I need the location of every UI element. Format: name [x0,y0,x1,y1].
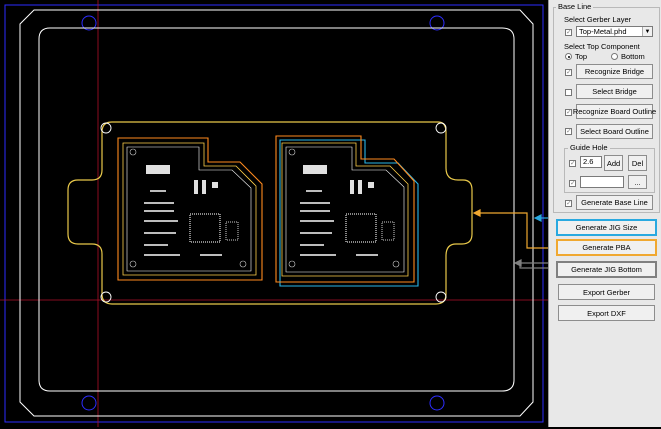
jig-drawing [0,0,548,427]
gerber-layer-checkbox[interactable]: ✓ [565,29,572,36]
base-line-group [553,7,660,213]
guide-hole-checkbox-1[interactable]: ✓ [569,160,576,167]
chevron-down-icon[interactable]: ▼ [642,27,652,36]
callout-jig-size [533,214,548,222]
generate-base-line-button[interactable]: Generate Base Line [576,195,653,210]
guide-hole-diameter-input[interactable]: 2.6 [580,156,602,168]
radio-bottom-label: Bottom [621,52,645,61]
export-dxf-button[interactable]: Export DXF [558,305,655,321]
del-guide-hole-button[interactable]: Del [628,155,647,171]
select-bridge-checkbox[interactable] [565,89,572,96]
radio-top[interactable] [565,53,572,60]
radio-bottom[interactable] [611,53,618,60]
generate-base-line-checkbox[interactable]: ✓ [565,200,572,207]
recognize-board-outline-button[interactable]: Recognize Board Outline [573,104,656,119]
base-line-title: Base Line [556,2,594,11]
generate-pba-button[interactable]: Generate PBA [556,239,657,256]
radio-top-label: Top [575,52,588,61]
select-board-outline-checkbox[interactable]: ✓ [565,128,572,135]
corner-holes [81,15,445,411]
pocket-outline [67,121,473,305]
control-panel: Base Line Select Gerber Layer ✓ Top-Meta… [548,0,661,427]
jig-inner-outline [38,27,515,392]
generate-jig-bottom-button[interactable]: Generate JIG Bottom [556,261,657,278]
cad-canvas[interactable] [0,0,548,427]
recognize-bridge-checkbox[interactable]: ✓ [565,69,572,76]
generate-jig-size-button[interactable]: Generate JIG Size [556,219,657,236]
gerber-layer-select[interactable]: Top-Metal.phd ▼ [576,26,653,37]
select-board-outline-button[interactable]: Select Board Outline [576,124,653,139]
select-bridge-button[interactable]: Select Bridge [576,84,653,99]
jig-outer-outline [19,9,534,417]
callout-pba [472,209,548,249]
browse-button[interactable]: ... [628,175,647,189]
pcb-right [275,135,419,287]
recognize-board-outline-checkbox[interactable]: ✓ [565,109,572,116]
gerber-layer-label: Select Gerber Layer [564,15,632,24]
gerber-layer-value: Top-Metal.phd [579,27,627,36]
recognize-bridge-button[interactable]: Recognize Bridge [576,64,653,79]
blue-frame [4,4,544,423]
export-gerber-button[interactable]: Export Gerber [558,284,655,300]
pocket-holes [100,122,447,303]
guide-hole-checkbox-2[interactable]: ✓ [569,180,576,187]
guide-hole-title: Guide Hole [568,143,610,152]
pcb-left [117,137,263,281]
guide-hole-file-input[interactable] [580,176,624,188]
add-guide-hole-button[interactable]: Add [604,155,623,171]
top-component-label: Select Top Component [564,42,640,51]
callout-jig-bottom [513,259,548,269]
